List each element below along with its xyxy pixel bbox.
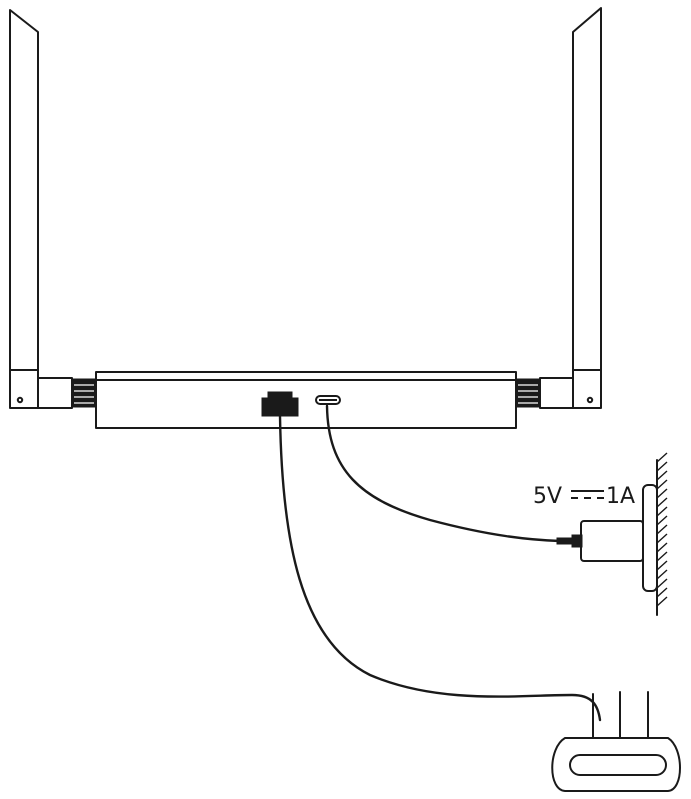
wall-hatch-line — [656, 488, 668, 499]
wall-hatch-line — [656, 497, 668, 508]
router-body — [95, 371, 517, 429]
wall-hatch-line — [656, 515, 668, 526]
usb-c-port — [315, 395, 341, 405]
wall-hatch-line — [656, 452, 668, 463]
wall-hatch-line — [656, 470, 668, 481]
wall — [656, 452, 668, 616]
wall-hatch-line — [656, 524, 668, 535]
voltage-label: 5V — [533, 484, 562, 509]
dc-symbol — [571, 490, 604, 499]
ethernet-cable — [278, 414, 602, 722]
wall-hatch-line — [656, 560, 668, 571]
ethernet-port — [261, 391, 299, 417]
right-antenna — [515, 7, 602, 409]
right-antenna-connector — [515, 378, 541, 408]
wall-hatch-line — [656, 461, 668, 472]
current-label: 1A — [606, 484, 635, 509]
left-antenna — [9, 9, 97, 409]
wall-hatch-line — [656, 506, 668, 517]
wall-hatch-line — [656, 551, 668, 562]
wall-hatch-line — [656, 479, 668, 490]
power-adapter — [556, 484, 658, 592]
wall-hatch-line — [656, 542, 668, 553]
power-cable — [325, 404, 562, 543]
left-antenna-connector — [71, 378, 97, 408]
power-rating-label: 5V 1A — [533, 484, 635, 509]
upstream-router — [551, 691, 681, 792]
wall-hatch-line — [656, 596, 668, 607]
wall-hatch-line — [656, 578, 668, 589]
wall-hatch-line — [656, 587, 668, 598]
wall-hatch-line — [656, 533, 668, 544]
wall-hatch-line — [656, 569, 668, 580]
